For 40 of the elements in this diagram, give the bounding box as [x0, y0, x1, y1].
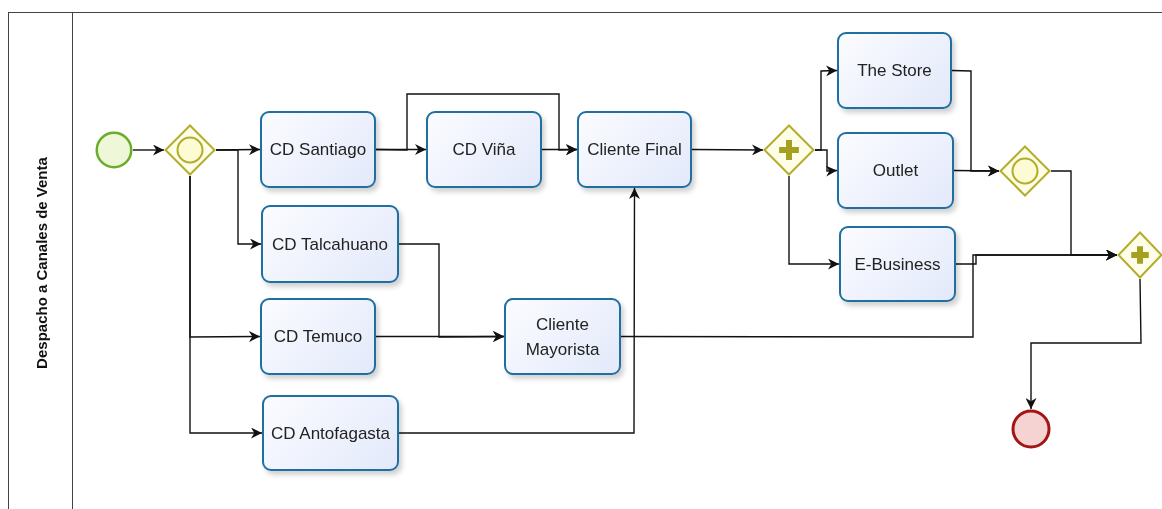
task-label: Outlet	[871, 160, 920, 182]
sequence-flow-arrow	[132, 144, 165, 156]
task-label: The Store	[856, 60, 933, 82]
end-event-circle	[1011, 409, 1051, 449]
swimlane	[8, 12, 1162, 509]
parallel-gateway-diamond	[763, 124, 815, 176]
task-box	[504, 298, 621, 375]
lane-label: Despacho a Canales de Venta	[32, 156, 49, 369]
task-label: CD Santiago	[268, 139, 368, 161]
task-label: E-Business	[853, 253, 942, 276]
task-box	[426, 111, 542, 188]
task-label: CD Antofagasta	[269, 422, 392, 445]
start-event-circle	[95, 131, 133, 169]
task-label: CD Talcahuano	[271, 233, 389, 256]
sequence-flow-arrow	[691, 144, 764, 156]
sequence-flow-arrow	[814, 149, 838, 177]
task-label: Cliente Final	[586, 139, 683, 161]
sequence-flow-arrow	[398, 187, 640, 434]
sequence-flow-arrow	[375, 331, 505, 342]
task-box	[262, 395, 399, 471]
task-box	[837, 132, 954, 209]
task-box	[577, 111, 692, 188]
task-box	[261, 205, 399, 283]
sequence-flow-arrow	[1025, 278, 1142, 410]
task-box	[260, 111, 376, 188]
sequence-flow-arrow	[189, 175, 263, 439]
sequence-flow-arrow	[541, 144, 578, 155]
task-box	[837, 32, 952, 109]
task-label: Cliente Mayorista	[524, 313, 601, 361]
sequence-flow-arrow	[1050, 170, 1118, 261]
inclusive-gateway-diamond	[999, 145, 1051, 197]
task-box	[839, 226, 956, 302]
sequence-flow-arrow	[953, 165, 1000, 177]
task-label: CD Temuco	[272, 326, 364, 348]
sequence-flow-arrow	[788, 175, 840, 270]
sequence-flow-arrow	[215, 149, 262, 250]
parallel-gateway-diamond	[1117, 231, 1162, 279]
task-label: CD Viña	[451, 139, 517, 161]
inclusive-gateway-diamond	[164, 124, 216, 176]
task-box	[260, 298, 376, 375]
